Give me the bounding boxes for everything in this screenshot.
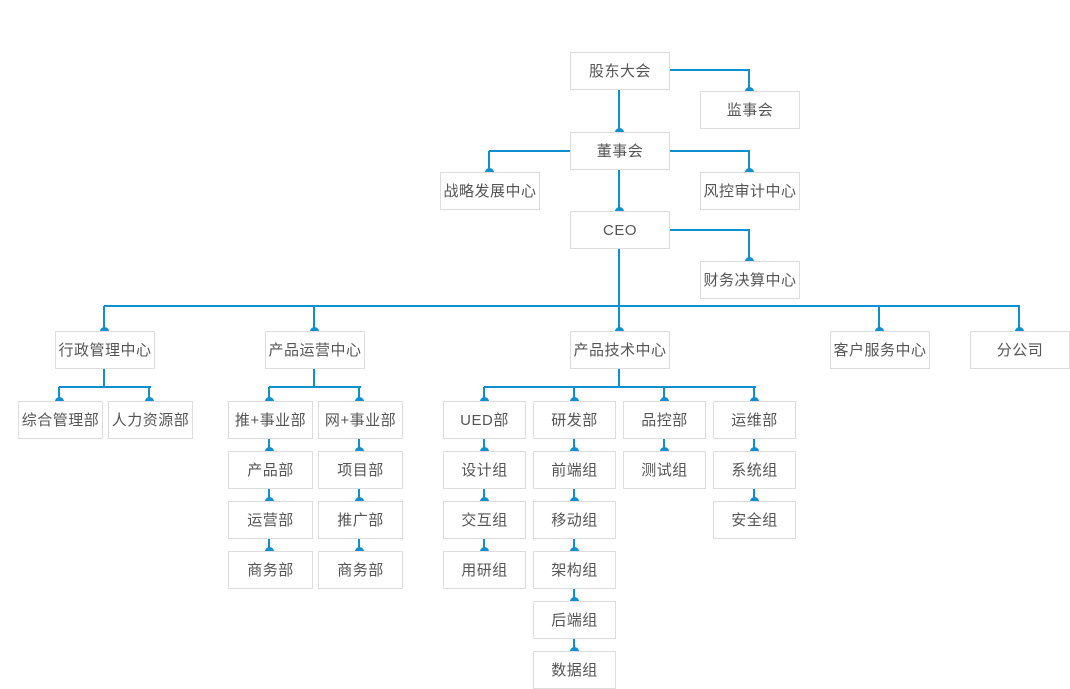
ceo-stem [618,249,620,306]
board-left-arm [489,150,570,152]
org-node-n16[interactable]: 产品部 [228,451,313,489]
org-node-n25[interactable]: 交互组 [443,501,526,539]
strategy-drop [488,151,490,172]
column-link-7 [483,489,485,501]
org-node-n35[interactable]: 运维部 [713,401,796,439]
org-node-n6[interactable]: CEO [570,211,670,249]
branch-riser [1018,306,1020,331]
column-link-9 [573,439,575,451]
column-link-16 [753,489,755,501]
org-node-n1[interactable]: 股东大会 [570,52,670,90]
tech-child3-riser [663,387,665,401]
org-node-n21[interactable]: 推广部 [318,501,403,539]
org-node-n32[interactable]: 数据组 [533,651,616,689]
org-node-n2[interactable]: 监事会 [700,91,800,129]
org-node-n7[interactable]: 财务决算中心 [700,261,800,299]
org-node-n34[interactable]: 测试组 [623,451,706,489]
admin-child2-riser [148,387,150,401]
org-node-n15[interactable]: 推+事业部 [228,401,313,439]
org-node-n13[interactable]: 综合管理部 [18,401,103,439]
org-node-n29[interactable]: 移动组 [533,501,616,539]
org-node-n4[interactable]: 战略发展中心 [440,172,540,210]
prodop-child1-riser [268,387,270,401]
board-right-arm [670,150,750,152]
tech-child2-riser [573,387,575,401]
org-node-n9[interactable]: 产品运营中心 [265,331,365,369]
admin-bus [59,386,151,388]
finance-drop [748,230,750,261]
org-node-n26[interactable]: 用研组 [443,551,526,589]
org-node-n20[interactable]: 项目部 [318,451,403,489]
column-link-8 [483,539,485,551]
board-to-ceo [618,170,620,211]
org-node-n18[interactable]: 商务部 [228,551,313,589]
tech-child4-riser [753,387,755,401]
prodop-child2-riser [358,387,360,401]
tech-stem [618,369,620,387]
shareholders-to-board [618,90,620,132]
org-node-n30[interactable]: 架构组 [533,551,616,589]
org-node-n5[interactable]: 风控审计中心 [700,172,800,210]
ceo-bus [104,305,1020,307]
org-node-n14[interactable]: 人力资源部 [108,401,193,439]
org-node-n28[interactable]: 前端组 [533,451,616,489]
column-link-0 [268,439,270,451]
org-node-n33[interactable]: 品控部 [623,401,706,439]
org-node-n17[interactable]: 运营部 [228,501,313,539]
ceo-to-finance [670,229,750,231]
column-link-15 [753,439,755,451]
org-node-n22[interactable]: 商务部 [318,551,403,589]
column-link-14 [663,439,665,451]
org-node-n11[interactable]: 客户服务中心 [830,331,930,369]
tech-bus [484,386,756,388]
org-node-n23[interactable]: UED部 [443,401,526,439]
column-link-13 [573,639,575,651]
risk-drop [748,151,750,172]
column-link-5 [358,539,360,551]
admin-child1-riser [58,387,60,401]
column-link-4 [358,489,360,501]
tech-riser [618,306,620,331]
prodop-stem [313,369,315,387]
prodop-riser [313,306,315,331]
org-node-n36[interactable]: 系统组 [713,451,796,489]
admin-riser [103,306,105,331]
org-node-n27[interactable]: 研发部 [533,401,616,439]
org-node-n8[interactable]: 行政管理中心 [55,331,155,369]
org-node-n10[interactable]: 产品技术中心 [570,331,670,369]
column-link-3 [358,439,360,451]
service-riser [878,306,880,331]
column-link-1 [268,489,270,501]
column-link-2 [268,539,270,551]
prodop-bus [269,386,361,388]
column-link-11 [573,539,575,551]
org-node-n24[interactable]: 设计组 [443,451,526,489]
shareholders-to-supervisory [670,69,750,71]
tech-child1-riser [483,387,485,401]
column-link-10 [573,489,575,501]
supervisory-drop [748,70,750,91]
org-node-n31[interactable]: 后端组 [533,601,616,639]
org-node-n19[interactable]: 网+事业部 [318,401,403,439]
admin-stem [103,369,105,387]
column-link-6 [483,439,485,451]
column-link-12 [573,589,575,601]
org-node-n12[interactable]: 分公司 [970,331,1070,369]
org-node-n3[interactable]: 董事会 [570,132,670,170]
org-node-n37[interactable]: 安全组 [713,501,796,539]
